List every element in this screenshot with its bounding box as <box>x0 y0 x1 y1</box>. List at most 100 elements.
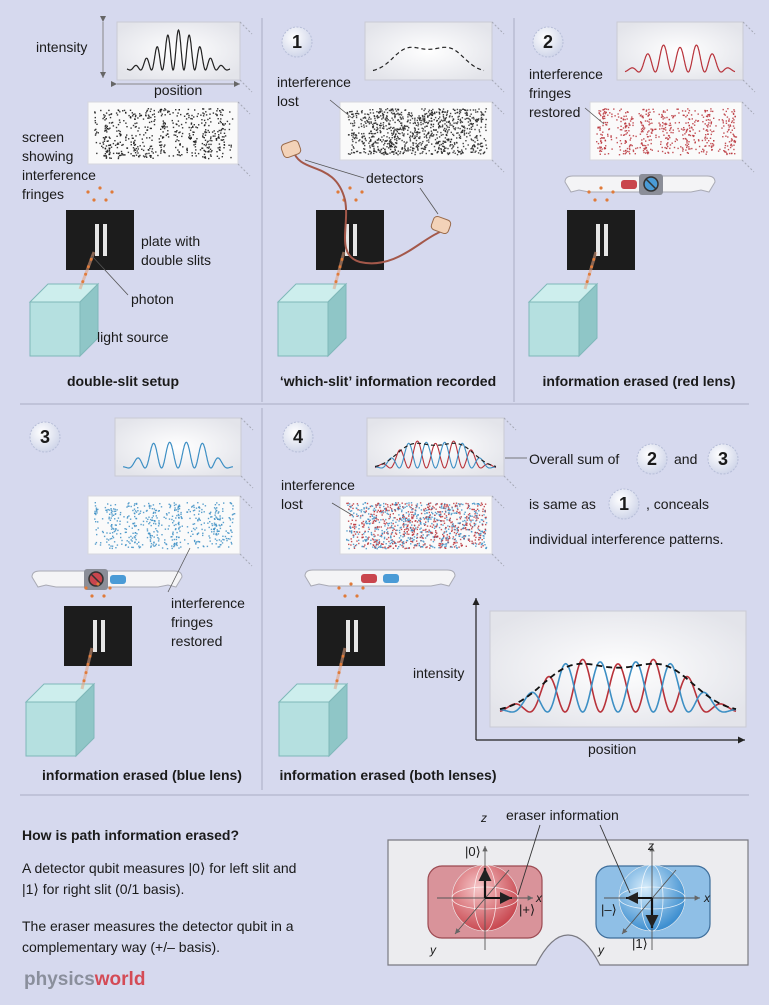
screen-dot <box>648 118 651 121</box>
screen-dot <box>424 537 427 539</box>
screen-dot <box>383 522 385 524</box>
screen-dot <box>365 520 367 523</box>
badge-2-text: 2 <box>543 32 553 52</box>
screen-dot <box>626 147 629 150</box>
screen-dot <box>688 118 691 121</box>
screen-dot <box>127 546 130 548</box>
screen-dot <box>624 118 626 121</box>
screen-dot <box>414 513 417 515</box>
screen-dot <box>729 125 732 127</box>
screen-dot <box>150 545 152 547</box>
screen-dot <box>154 520 156 523</box>
screen-dot <box>215 139 218 141</box>
screen-dot <box>197 502 199 504</box>
screen-dot <box>373 145 375 147</box>
screen-dot <box>168 110 170 113</box>
screen-dot <box>400 539 402 541</box>
screen-dot <box>401 132 403 134</box>
explain-para1-line2: |1⟩ for right slit (0/1 basis). <box>22 881 184 897</box>
svg-text:physicsworld: physicsworld <box>24 969 145 990</box>
screen-dot <box>95 508 98 511</box>
screen-dot <box>387 524 390 527</box>
screen-dot <box>428 120 430 122</box>
screen-dot <box>629 153 631 155</box>
screen-dot <box>141 544 144 546</box>
screen-dot <box>416 528 418 531</box>
screen-dot <box>649 111 651 113</box>
screen-dot <box>163 145 165 148</box>
screen-dot <box>474 128 476 131</box>
screen-dot <box>435 531 437 534</box>
screen-dot <box>106 541 108 543</box>
screen-dot <box>351 504 353 507</box>
screen-dot <box>676 108 678 110</box>
screen-dot <box>202 133 204 135</box>
screen-dot <box>105 112 108 114</box>
screen-dot <box>420 123 422 126</box>
screen-dot <box>604 153 606 155</box>
chart-blue-series <box>500 661 736 713</box>
screen-dot <box>210 151 212 153</box>
screen-dot <box>177 149 179 151</box>
screen-dot <box>396 131 398 133</box>
screen-dot <box>189 129 192 131</box>
screen-dot <box>431 143 433 145</box>
screen-dot <box>438 108 440 110</box>
screen-dot <box>352 140 354 143</box>
screen-dot <box>109 147 111 150</box>
screen-dot <box>360 511 362 513</box>
screen-dot <box>396 129 399 131</box>
screen-dot <box>463 125 465 128</box>
screen-dot <box>648 121 650 123</box>
screen-dot <box>476 124 478 126</box>
screen-dot <box>371 522 374 524</box>
screen-dot <box>451 512 453 515</box>
screen-dot <box>452 523 454 525</box>
screen-dot <box>432 123 435 126</box>
screen-dot <box>392 143 394 145</box>
screen-dot <box>686 151 689 154</box>
screen-dot <box>369 519 371 521</box>
screen-dot <box>391 539 393 541</box>
screen-dot <box>132 137 134 139</box>
screen-dot <box>350 506 352 509</box>
screen-dot <box>440 523 442 526</box>
screen-dot <box>425 516 427 519</box>
screen-dot <box>431 516 433 518</box>
photon-dot <box>341 654 345 658</box>
screen-dot <box>159 108 162 111</box>
screen-dot <box>191 530 193 532</box>
screen-dot <box>443 543 445 546</box>
screen-dot <box>439 121 441 123</box>
screen-dot <box>394 113 396 116</box>
screen-dot <box>380 124 382 127</box>
screen-dot <box>230 529 232 531</box>
screen-dot <box>361 110 363 112</box>
screen-dot <box>455 545 457 547</box>
screen-dot <box>424 108 426 110</box>
screen-dot <box>603 112 605 114</box>
screen-dot <box>380 131 382 133</box>
screen-dot <box>402 536 404 538</box>
screen-dot <box>662 122 664 124</box>
screen-dot <box>115 547 117 549</box>
screen-dot <box>438 526 441 529</box>
screen-dot <box>625 115 627 117</box>
screen-dot <box>476 503 478 505</box>
screen-dot <box>361 140 363 142</box>
screen-dot <box>442 145 445 148</box>
screen-dot <box>352 122 354 125</box>
screen-dot <box>377 502 380 505</box>
screen-dot <box>389 123 391 126</box>
screen-dot <box>459 533 461 535</box>
screen-dot <box>422 140 424 143</box>
p4-source-front <box>278 701 330 757</box>
screen-dot <box>380 115 382 117</box>
screen-dot <box>726 131 729 133</box>
screen-dot <box>363 151 365 153</box>
screen-dot <box>465 148 467 150</box>
screen-dot <box>115 528 117 531</box>
screen-dot <box>411 504 413 506</box>
screen-dot <box>383 541 385 543</box>
screen-dot <box>462 503 464 506</box>
